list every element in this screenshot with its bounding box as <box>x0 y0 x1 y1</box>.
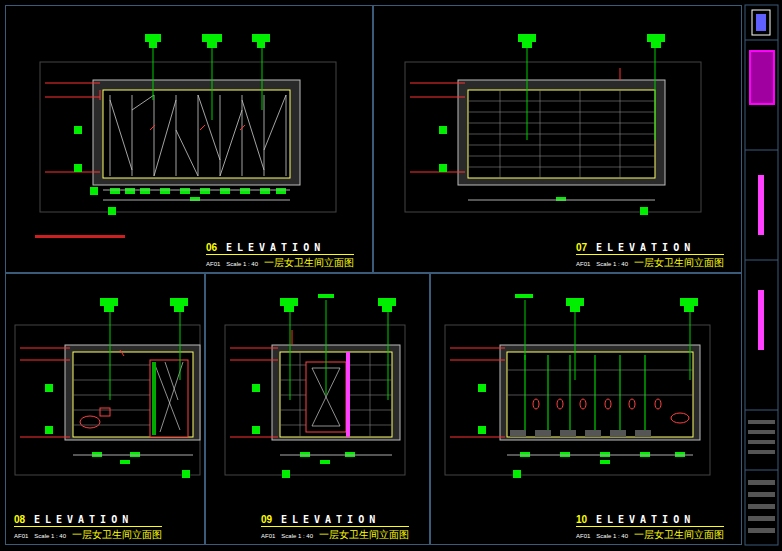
sheet-ref: AF01 <box>206 261 220 267</box>
title-row: AF01 Scale 1 : 40 一层女卫生间立面图 <box>261 528 409 542</box>
title-row: 07ELEVATION <box>576 242 724 253</box>
view-number: 09 <box>261 514 281 525</box>
title-row: 09ELEVATION <box>261 514 409 525</box>
view-title: 一层女卫生间立面图 <box>634 256 724 270</box>
title-row: 06ELEVATION <box>206 242 354 253</box>
view-title: 一层女卫生间立面图 <box>264 256 354 270</box>
title-row: 10ELEVATION <box>576 514 724 525</box>
scale-note: Scale 1 : 40 <box>226 261 258 267</box>
view-title: 一层女卫生间立面图 <box>72 528 162 542</box>
sheet-ref: AF01 <box>576 261 590 267</box>
view-heading: ELEVATION <box>281 514 380 525</box>
view-title: 一层女卫生间立面图 <box>319 528 409 542</box>
view-number: 10 <box>576 514 596 525</box>
view-number: 06 <box>206 242 226 253</box>
title-row: AF01 Scale 1 : 40 一层女卫生间立面图 <box>576 256 724 270</box>
title-underline <box>261 526 409 527</box>
scale-note: Scale 1 : 40 <box>281 533 313 539</box>
title-underline <box>576 254 724 255</box>
sheet-ref: AF01 <box>14 533 28 539</box>
title-block: 07ELEVATION AF01 Scale 1 : 40 一层女卫生间立面图 <box>576 242 724 270</box>
elevation-panel: 09ELEVATION AF01 Scale 1 : 40 一层女卫生间立面图 <box>205 273 430 545</box>
view-number: 07 <box>576 242 596 253</box>
scale-note: Scale 1 : 40 <box>596 533 628 539</box>
elevation-panel: 07ELEVATION AF01 Scale 1 : 40 一层女卫生间立面图 <box>373 5 742 273</box>
title-underline <box>206 254 354 255</box>
elevation-panel: 10ELEVATION AF01 Scale 1 : 40 一层女卫生间立面图 <box>430 273 742 545</box>
title-row: AF01 Scale 1 : 40 一层女卫生间立面图 <box>206 256 354 270</box>
title-block: 10ELEVATION AF01 Scale 1 : 40 一层女卫生间立面图 <box>576 514 724 542</box>
title-row: AF01 Scale 1 : 40 一层女卫生间立面图 <box>576 528 724 542</box>
view-heading: ELEVATION <box>226 242 325 253</box>
view-number: 08 <box>14 514 34 525</box>
view-heading: ELEVATION <box>596 242 695 253</box>
title-underline <box>576 526 724 527</box>
elevation-panel: 08ELEVATION AF01 Scale 1 : 40 一层女卫生间立面图 <box>5 273 205 545</box>
scale-note: Scale 1 : 40 <box>596 261 628 267</box>
view-heading: ELEVATION <box>34 514 133 525</box>
elevation-panel: 06ELEVATION AF01 Scale 1 : 40 一层女卫生间立面图 <box>5 5 373 273</box>
title-underline <box>14 526 162 527</box>
view-title: 一层女卫生间立面图 <box>634 528 724 542</box>
title-block: 08ELEVATION AF01 Scale 1 : 40 一层女卫生间立面图 <box>14 514 162 542</box>
view-heading: ELEVATION <box>596 514 695 525</box>
sheet-ref: AF01 <box>576 533 590 539</box>
sheet-ref: AF01 <box>261 533 275 539</box>
title-row: 08ELEVATION <box>14 514 162 525</box>
title-block: 06ELEVATION AF01 Scale 1 : 40 一层女卫生间立面图 <box>206 242 354 270</box>
title-row: AF01 Scale 1 : 40 一层女卫生间立面图 <box>14 528 162 542</box>
scale-note: Scale 1 : 40 <box>34 533 66 539</box>
title-block: 09ELEVATION AF01 Scale 1 : 40 一层女卫生间立面图 <box>261 514 409 542</box>
